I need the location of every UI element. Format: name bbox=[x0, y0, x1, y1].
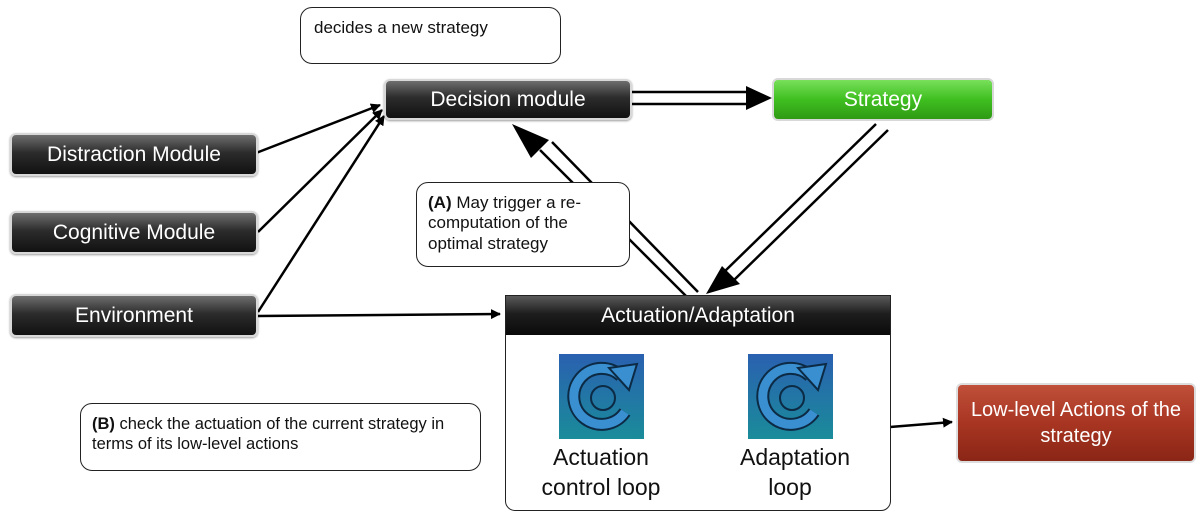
note-b: (B) check the actuation of the current s… bbox=[80, 403, 481, 471]
cycle-arrow-icon bbox=[747, 354, 833, 439]
low-level-actions-label: Low-level Actions of the strategy bbox=[970, 399, 1182, 447]
strategy-label: Strategy bbox=[843, 87, 923, 111]
arrow-decision-to-strategy bbox=[632, 86, 772, 110]
strategy-box: Strategy bbox=[772, 78, 994, 121]
decision-module-label: Decision module bbox=[430, 87, 586, 111]
cycle-arrow-icon bbox=[558, 354, 644, 439]
note-b-label: (B) bbox=[92, 415, 115, 433]
note-a: (A) May trigger a re-computation of the … bbox=[416, 182, 630, 267]
arrow-cognitive-to-decision bbox=[257, 109, 383, 233]
note-a-text: May trigger a re-computation of the opti… bbox=[428, 193, 582, 253]
note-b-text: check the actuation of the current strat… bbox=[92, 415, 445, 453]
actuation-header: Actuation/Adaptation bbox=[506, 296, 890, 335]
arrow-environment-to-decision bbox=[256, 115, 386, 313]
environment-module: Environment bbox=[10, 294, 258, 337]
distraction-module-label: Distraction Module bbox=[47, 142, 221, 166]
decides-note: decides a new strategy bbox=[300, 7, 561, 64]
adaptation-loop: Adaptation loop bbox=[720, 354, 860, 504]
distraction-module: Distraction Module bbox=[10, 133, 258, 176]
decision-module: Decision module bbox=[384, 79, 632, 120]
cognitive-module: Cognitive Module bbox=[10, 211, 258, 254]
actuation-loop-label: Actuation control loop bbox=[541, 444, 661, 500]
note-a-label: (A) bbox=[428, 193, 452, 212]
low-level-actions-box: Low-level Actions of the strategy bbox=[956, 383, 1196, 463]
arrow-distraction-to-decision bbox=[255, 103, 381, 155]
adaptation-loop-label: Adaptation loop bbox=[740, 444, 850, 500]
arrow-strategy-to-actuation bbox=[706, 123, 889, 294]
actuation-container: Actuation/Adaptation Actuation control l… bbox=[505, 295, 891, 511]
arrow-actuation-to-low-level bbox=[889, 417, 953, 429]
decides-note-text: decides a new strategy bbox=[314, 18, 488, 37]
actuation-loop: Actuation control loop bbox=[531, 354, 671, 504]
arrow-environment-to-actuation bbox=[257, 309, 501, 320]
actuation-title: Actuation/Adaptation bbox=[601, 303, 795, 327]
cognitive-module-label: Cognitive Module bbox=[52, 220, 216, 244]
environment-module-label: Environment bbox=[75, 303, 193, 327]
